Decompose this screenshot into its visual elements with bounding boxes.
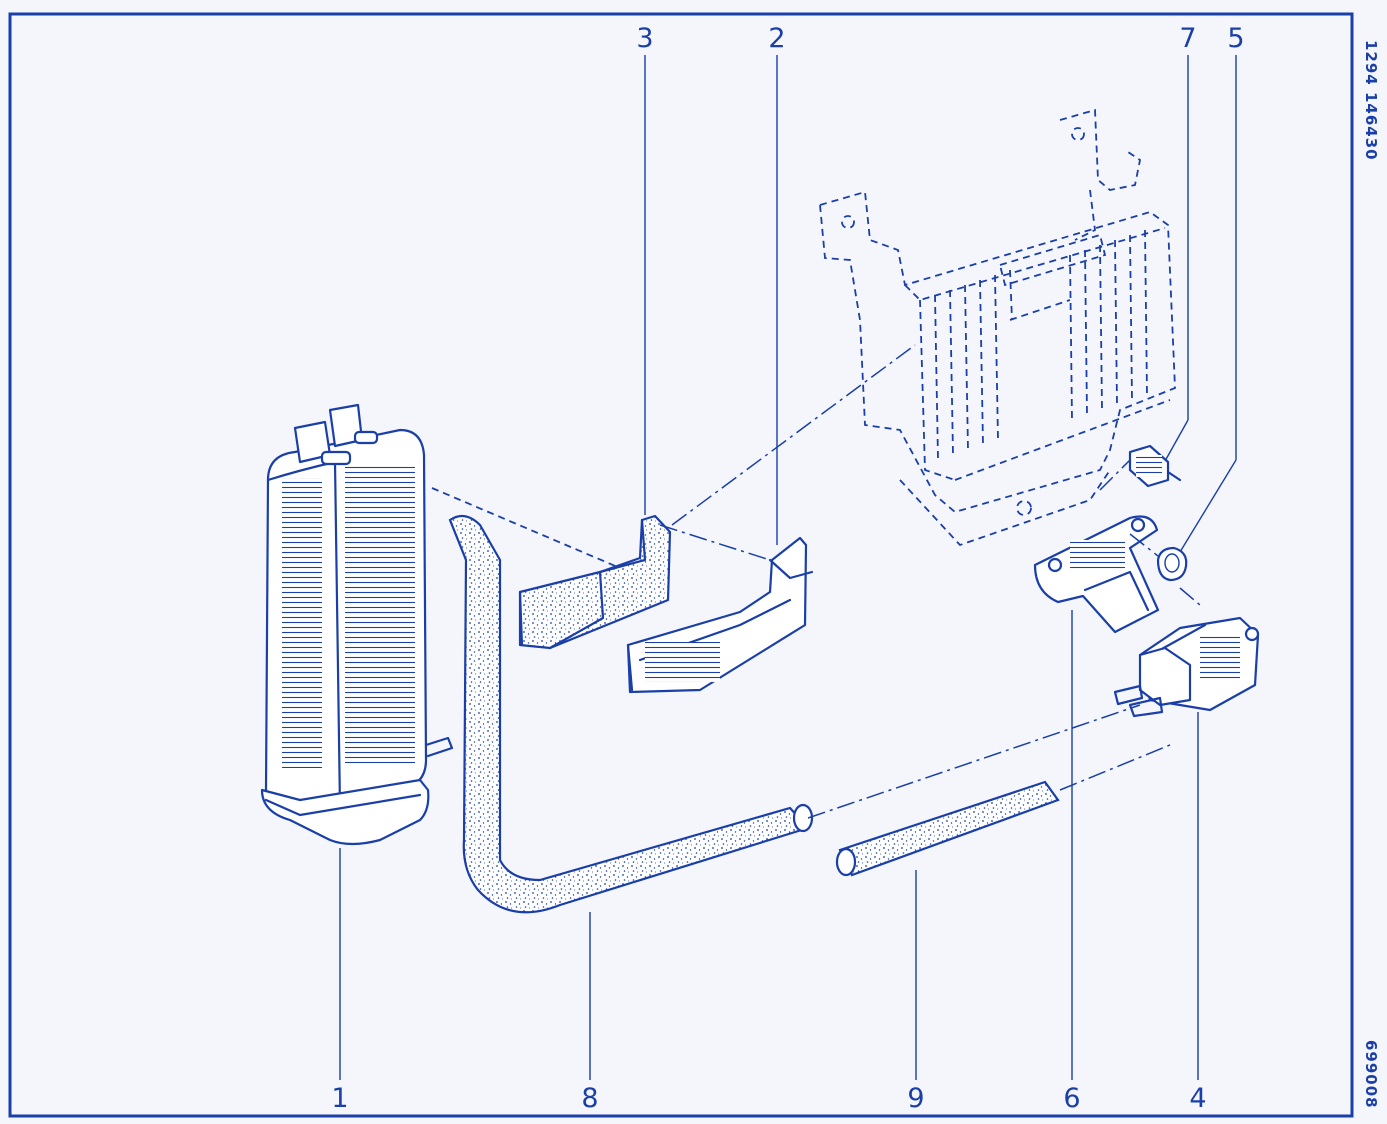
side-code-bottom: 699008 <box>1362 1040 1380 1109</box>
metal-strap-part-2 <box>626 524 814 694</box>
callout-5: 5 <box>1227 23 1245 54</box>
drawing-border <box>8 12 1354 1118</box>
stud-part-7 <box>1099 444 1182 491</box>
foam-strap-part-3 <box>518 514 672 650</box>
callout-8: 8 <box>581 1083 599 1114</box>
valve-part-4 <box>1113 587 1260 718</box>
ecu-ghost-outline <box>671 108 1176 547</box>
hose-part-9 <box>807 704 1171 877</box>
callout-2: 2 <box>768 23 786 54</box>
callout-3: 3 <box>636 23 654 54</box>
callout-7: 7 <box>1179 23 1197 54</box>
callout-9: 9 <box>907 1083 925 1114</box>
guide-line-canister <box>431 487 621 569</box>
callout-4: 4 <box>1189 1083 1207 1114</box>
side-code-top: 1294 146430 <box>1362 40 1380 161</box>
grommet-part-5 <box>1129 533 1188 582</box>
leader-lines <box>339 55 1237 1080</box>
hose-part-8 <box>448 514 814 914</box>
callout-1: 1 <box>331 1083 349 1114</box>
bracket-part-6 <box>1033 515 1160 634</box>
callout-6: 6 <box>1063 1083 1081 1114</box>
canister-part-1 <box>260 403 454 846</box>
